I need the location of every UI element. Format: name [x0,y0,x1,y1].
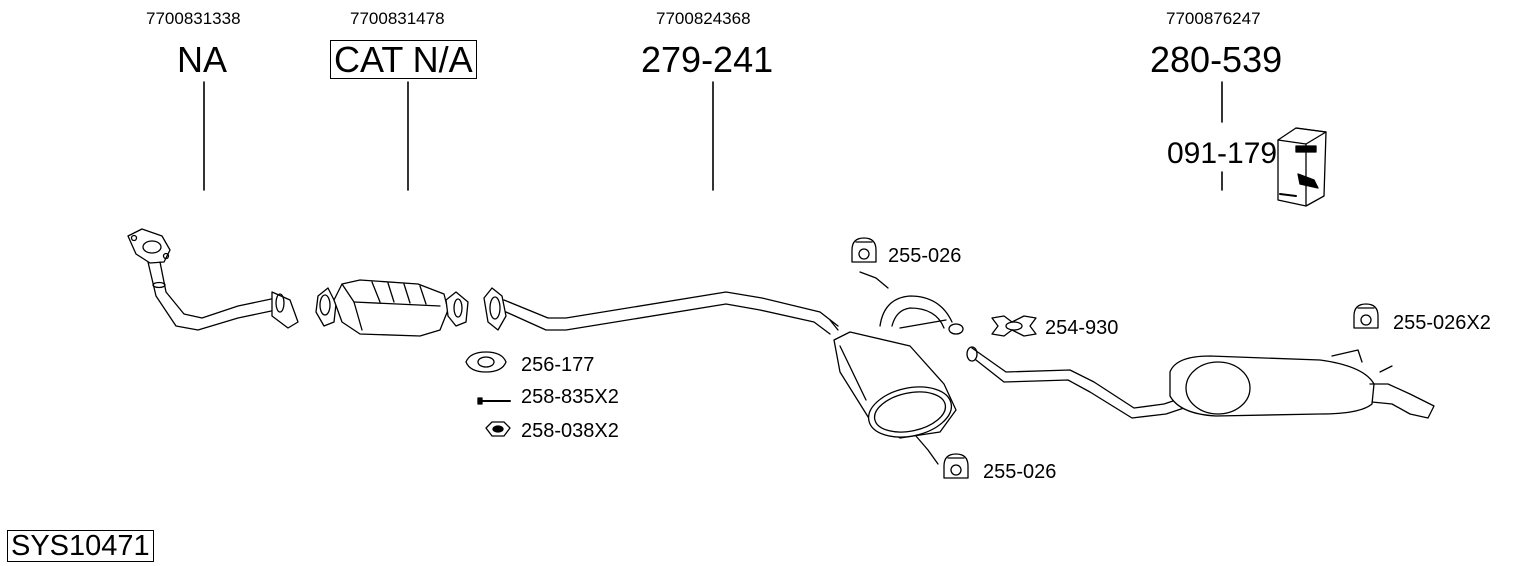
part-number-1: NA [177,39,228,80]
hanger-rear-label: 255-026X2 [1393,312,1491,334]
part-number-3: 279-241 [641,39,774,80]
oe-number-1: 7700831338 [146,9,241,28]
system-id: SYS10471 [7,530,154,562]
part-number-2: CAT N/A [330,40,477,79]
hanger-bottom-label: 255-026 [983,461,1057,483]
mounting-kit-box-icon [1277,127,1327,207]
bolt-icon [477,397,511,405]
hanger-top-label: 255-026 [888,245,962,267]
bolt-label: 258-835X2 [521,386,619,408]
clamp-icon [991,315,1037,337]
middle-pipe-icon [483,287,839,335]
part-number-4: 280-539 [1150,39,1283,80]
catalytic-converter-icon [315,279,469,337]
kit-number: 091-179 [1167,137,1278,170]
clamp-label: 254-930 [1045,317,1119,339]
gasket-label: 256-177 [521,354,595,376]
hanger-top-icon [851,237,877,263]
middle-muffler-icon [833,271,964,465]
nut-icon [485,421,511,437]
hanger-bottom-icon [943,453,969,479]
oe-number-2: 7700831478 [350,9,445,28]
oe-number-4: 7700876247 [1166,9,1261,28]
leader-lines [203,81,1223,191]
rear-muffler-icon [966,346,1435,419]
front-pipe-icon [127,228,299,331]
oe-number-3: 7700824368 [656,9,751,28]
hanger-rear-icon [1353,303,1379,329]
nut-label: 258-038X2 [521,420,619,442]
gasket-icon [465,351,507,373]
